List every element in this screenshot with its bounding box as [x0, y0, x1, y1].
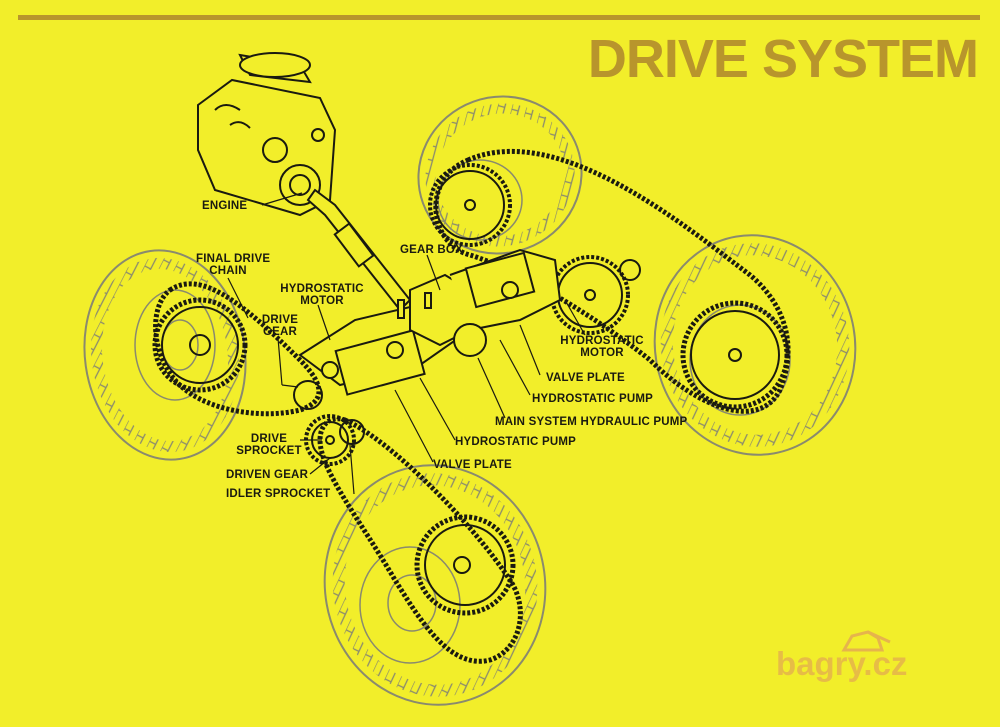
- label-hydrostatic-motor-left-line1: HYDROSTATIC: [280, 283, 364, 295]
- label-drive-gear-line2: GEAR: [262, 326, 298, 338]
- sprocket-bottom: [414, 514, 516, 616]
- label-hydrostatic-motor-left-line2: MOTOR: [300, 295, 344, 307]
- excavator-icon: [841, 630, 891, 652]
- label-final-drive-chain-line1: FINAL DRIVE: [196, 253, 271, 265]
- engine: [197, 52, 337, 217]
- label-final-drive-chain-line2: CHAIN: [209, 265, 247, 277]
- label-driven-gear: DRIVEN GEAR: [226, 469, 309, 481]
- sprocket-left: [152, 297, 248, 393]
- label-drive-gear-line1: DRIVE: [261, 314, 299, 326]
- watermark: bagry.cz: [776, 645, 908, 682]
- label-hydrostatic-pump-right: HYDROSTATIC PUMP: [532, 393, 653, 405]
- sprocket-right: [680, 300, 790, 410]
- title-rule: [18, 15, 980, 20]
- label-gear-box: GEAR BOX: [400, 244, 463, 256]
- sprocket-top-right: [428, 163, 512, 247]
- sprocket-drive-idler: [293, 380, 365, 466]
- label-hydrostatic-pump-bottom: HYDROSTATIC PUMP: [455, 436, 576, 448]
- tire-bottom: [323, 464, 547, 706]
- hydraulic-assembly: [298, 248, 562, 396]
- label-drive-sprocket-line1: DRIVE: [250, 433, 288, 445]
- label-hydrostatic-motor-right-line2: MOTOR: [580, 347, 624, 359]
- page-title: DRIVE SYSTEM: [587, 29, 979, 89]
- leader-lines: [227, 192, 586, 495]
- tire-right: [653, 234, 857, 456]
- label-main-system-hydraulic-pump: MAIN SYSTEM HYDRAULIC PUMP: [495, 416, 688, 428]
- label-engine: ENGINE: [202, 200, 248, 212]
- label-hydrostatic-motor-right-line1: HYDROSTATIC: [560, 335, 644, 347]
- label-valve-plate-right: VALVE PLATE: [546, 372, 625, 384]
- label-drive-sprocket-line2: SPROCKET: [236, 445, 302, 457]
- label-idler-sprocket: IDLER SPROCKET: [226, 488, 331, 500]
- chain-top-right: [433, 148, 791, 414]
- chain-left: [153, 281, 322, 417]
- label-valve-plate-bottom: VALVE PLATE: [433, 459, 512, 471]
- tire-top-right: [417, 95, 583, 255]
